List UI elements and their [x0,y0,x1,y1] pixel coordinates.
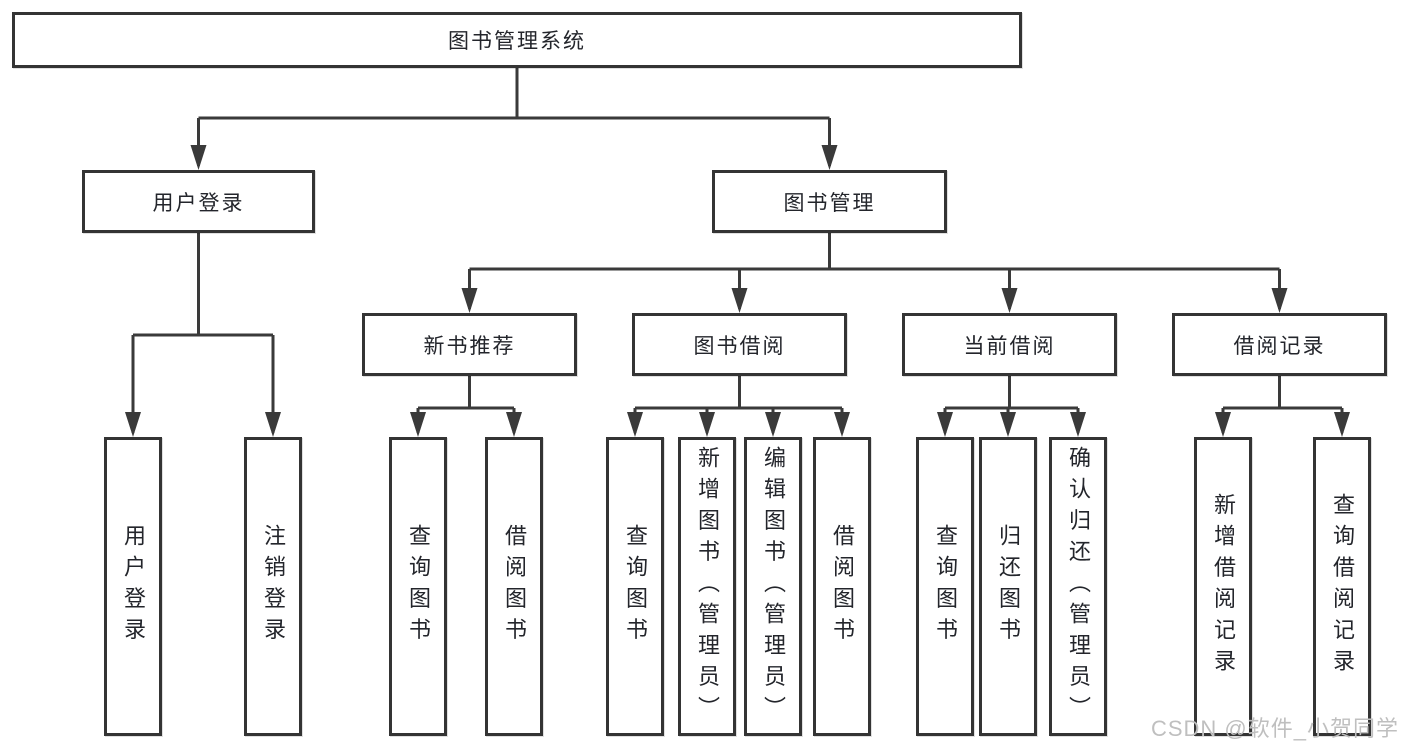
leaf-user-login-label: 用户登录 [121,524,146,649]
arrowheads [125,145,1350,437]
leaf-borrow-books-label: 借阅图书 [830,524,855,649]
node-current-borrowing-label: 当前借阅 [963,334,1056,358]
node-book-borrowing-label: 图书借阅 [693,334,786,358]
leaf-query-borrow-record-label: 查询借阅记录 [1330,492,1355,681]
leaf-query-books-current-label: 查询图书 [933,524,958,649]
leaf-add-borrow-record-label: 新增借阅记录 [1211,492,1236,681]
leaf-borrow-books-recommend-label: 借阅图书 [502,524,527,649]
node-leaf-confirm-return-admin: 确认归还（管理员） [1049,437,1107,736]
node-new-book-recommend: 新书推荐 [362,313,577,376]
leaf-add-books-admin-label: 新增图书（管理员） [695,445,720,728]
leaf-confirm-return-admin-label: 确认归还（管理员） [1066,445,1091,728]
node-book-borrowing: 图书借阅 [632,313,847,376]
node-leaf-edit-books-admin: 编辑图书（管理员） [744,437,802,736]
node-borrowing-records: 借阅记录 [1172,313,1387,376]
leaf-query-books-borrow-label: 查询图书 [623,524,648,649]
node-leaf-add-borrow-record: 新增借阅记录 [1194,437,1252,736]
node-leaf-logout: 注销登录 [244,437,302,736]
leaf-logout-label: 注销登录 [261,524,286,649]
node-leaf-add-books-admin: 新增图书（管理员） [678,437,736,736]
node-current-borrowing: 当前借阅 [902,313,1117,376]
node-new-book-recommend-label: 新书推荐 [423,334,516,358]
leaf-query-books-recommend-label: 查询图书 [406,524,431,649]
node-leaf-borrow-books: 借阅图书 [813,437,871,736]
node-leaf-query-books-borrow: 查询图书 [606,437,664,736]
node-leaf-user-login: 用户登录 [104,437,162,736]
leaf-edit-books-admin-label: 编辑图书（管理员） [761,445,786,728]
node-leaf-query-borrow-record: 查询借阅记录 [1313,437,1371,736]
node-leaf-borrow-books-recommend: 借阅图书 [485,437,543,736]
node-book-management: 图书管理 [712,170,947,233]
node-root-label: 图书管理系统 [448,30,586,53]
node-user-login: 用户登录 [82,170,315,233]
node-leaf-query-books-current: 查询图书 [916,437,974,736]
node-book-management-label: 图书管理 [783,191,876,215]
node-user-login-label: 用户登录 [152,191,245,215]
node-leaf-query-books-recommend: 查询图书 [389,437,447,736]
node-borrowing-records-label: 借阅记录 [1233,334,1326,358]
node-root: 图书管理系统 [12,12,1022,68]
node-leaf-return-books: 归还图书 [979,437,1037,736]
leaf-return-books-label: 归还图书 [996,524,1021,649]
